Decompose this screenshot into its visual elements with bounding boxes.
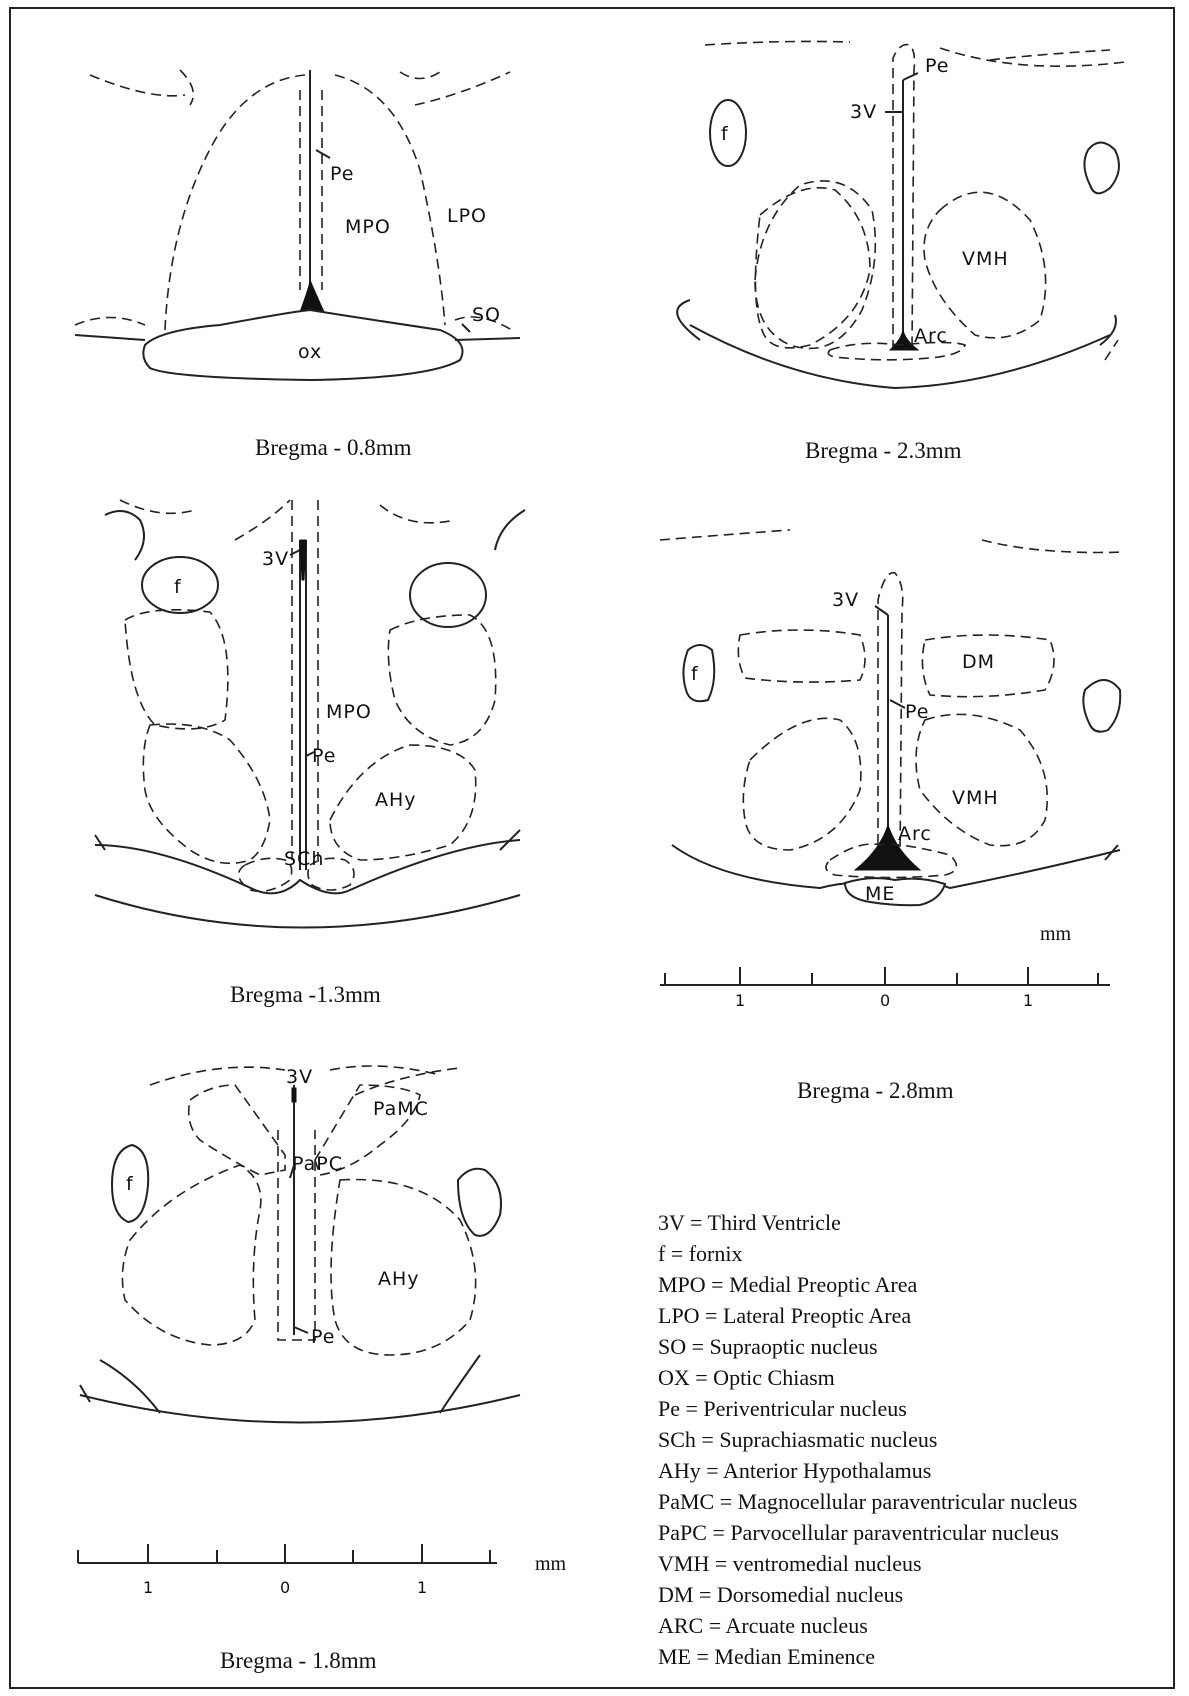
caption-bregma-2-3: Bregma - 2.3mm xyxy=(805,438,962,463)
label-ahy: AHy xyxy=(375,789,417,811)
label-so: SO xyxy=(472,304,501,326)
label-lpo: LPO xyxy=(447,205,487,227)
legend-item: 3V = Third Ventricle xyxy=(658,1210,841,1235)
legend-item: MPO = Medial Preoptic Area xyxy=(658,1272,917,1297)
label-ox: ox xyxy=(298,341,322,363)
label-f: f xyxy=(174,576,182,598)
label-me: ME xyxy=(865,883,895,905)
legend: 3V = Third Ventricle f = fornix MPO = Me… xyxy=(658,1210,1077,1669)
label-mpo: MPO xyxy=(345,216,391,238)
legend-item: PaPC = Parvocellular paraventricular nuc… xyxy=(658,1520,1059,1545)
label-sch: SCh xyxy=(284,848,324,870)
legend-item: ME = Median Eminence xyxy=(658,1644,875,1669)
scale-bar-p5: 1 0 1 mm xyxy=(78,1544,567,1597)
label-3v: 3V xyxy=(262,548,289,570)
legend-item: DM = Dorsomedial nucleus xyxy=(658,1582,903,1607)
label-pe: Pe xyxy=(905,701,929,723)
caption-bregma-1-8: Bregma - 1.8mm xyxy=(220,1648,377,1673)
caption-bregma-0-8: Bregma - 0.8mm xyxy=(255,435,412,460)
label-3v: 3V xyxy=(286,1066,313,1088)
scale-unit: mm xyxy=(535,1553,567,1575)
legend-item: Pe = Periventricular nucleus xyxy=(658,1396,907,1421)
legend-item: PaMC = Magnocellular paraventricular nuc… xyxy=(658,1489,1077,1514)
legend-item: LPO = Lateral Preoptic Area xyxy=(658,1303,911,1328)
panel-bregma-1-8: 3V f PaMC PaPC AHy Pe 1 0 1 mm Bregma - … xyxy=(78,1066,567,1673)
legend-item: VMH = ventromedial nucleus xyxy=(658,1551,922,1576)
label-pamc: PaMC xyxy=(373,1098,429,1120)
legend-item: AHy = Anterior Hypothalamus xyxy=(658,1458,931,1483)
scale-tick-0: 0 xyxy=(280,1578,290,1597)
label-f: f xyxy=(691,663,699,685)
label-ahy: AHy xyxy=(378,1268,420,1290)
caption-bregma-1-3: Bregma -1.3mm xyxy=(230,982,381,1007)
legend-item: ARC = Arcuate nucleus xyxy=(658,1613,868,1638)
legend-item: OX = Optic Chiasm xyxy=(658,1365,835,1390)
label-vmh: VMH xyxy=(952,787,999,809)
legend-item: SCh = Suprachiasmatic nucleus xyxy=(658,1427,937,1452)
label-f: f xyxy=(721,123,729,145)
label-3v: 3V xyxy=(832,589,859,611)
label-3v: 3V xyxy=(850,101,877,123)
scale-tick-1-left: 1 xyxy=(735,991,745,1010)
label-pe: Pe xyxy=(925,55,949,77)
scale-unit: mm xyxy=(1040,923,1072,945)
label-mpo: MPO xyxy=(326,701,372,723)
panel-bregma-0-8: Pe MPO LPO SO ox Bregma - 0.8mm xyxy=(75,70,520,460)
label-arc: Arc xyxy=(898,823,932,845)
panel-bregma-2-3: Pe 3V f VMH Arc Bregma - 2.3mm xyxy=(677,41,1125,463)
label-pe: Pe xyxy=(330,163,354,185)
scale-tick-1-right: 1 xyxy=(1023,991,1033,1010)
label-pe: Pe xyxy=(311,1326,335,1348)
panel-bregma-2-8: 3V f DM Pe VMH Arc ME 1 0 1 mm Bregma - … xyxy=(660,530,1125,1103)
scale-tick-0: 0 xyxy=(880,991,890,1010)
label-pe: Pe xyxy=(312,745,336,767)
panel-bregma-1-3: 3V f MPO Pe AHy SCh Bregma -1.3mm xyxy=(95,500,525,1007)
legend-item: SO = Supraoptic nucleus xyxy=(658,1334,878,1359)
scale-tick-1-left: 1 xyxy=(143,1578,153,1597)
label-papc: PaPC xyxy=(292,1153,343,1175)
label-dm: DM xyxy=(962,651,995,673)
scale-bar-p4: 1 0 1 mm xyxy=(660,923,1110,1010)
label-arc: Arc xyxy=(914,325,948,347)
label-f: f xyxy=(126,1173,134,1195)
label-vmh: VMH xyxy=(962,248,1009,270)
legend-item: f = fornix xyxy=(658,1241,743,1266)
scale-tick-1-right: 1 xyxy=(417,1578,427,1597)
caption-bregma-2-8: Bregma - 2.8mm xyxy=(797,1078,954,1103)
